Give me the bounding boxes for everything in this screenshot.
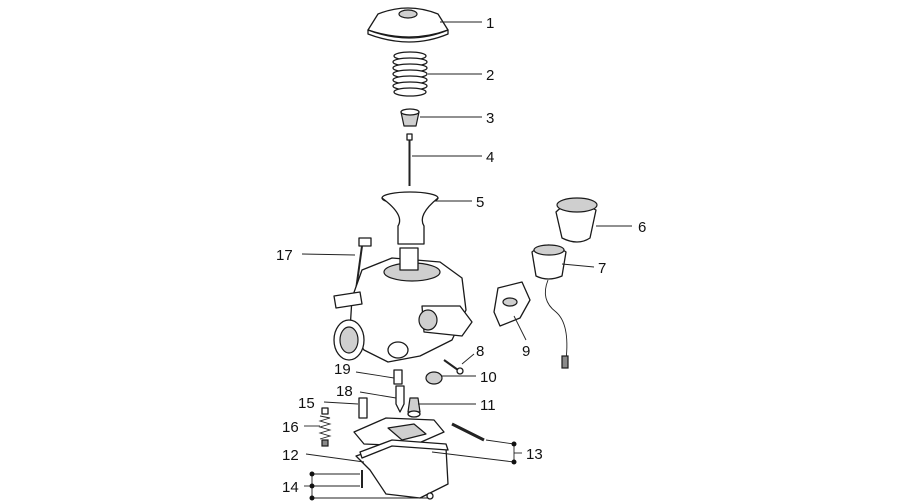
callout-18: 18 — [336, 383, 353, 400]
callout-9: 9 — [522, 343, 530, 360]
callout-8: 8 — [476, 343, 484, 360]
part-8-screw — [443, 359, 464, 375]
callout-16: 16 — [282, 419, 299, 436]
callout-7: 7 — [598, 260, 606, 277]
part-9-bracket — [493, 281, 531, 327]
part-1-cover — [367, 7, 449, 43]
part-12-bowl — [355, 439, 449, 499]
callout-11: 11 — [480, 397, 496, 414]
callout-5: 5 — [476, 194, 484, 211]
part-13-float — [353, 417, 485, 447]
part-18-jet — [395, 385, 405, 413]
part-16-screw — [318, 407, 332, 447]
leader-lines — [301, 21, 632, 499]
callout-14: 14 — [282, 479, 299, 496]
part-11-jet — [407, 397, 421, 418]
carburetor-body — [333, 247, 473, 363]
callout-2: 2 — [486, 67, 494, 84]
callout-12: 12 — [282, 447, 299, 464]
part-14-screws — [361, 470, 434, 500]
part-15-screw — [358, 397, 368, 419]
part-3-retainer — [400, 108, 420, 127]
part-2-spring — [392, 51, 428, 97]
callout-17: 17 — [276, 247, 293, 264]
callout-19: 19 — [334, 361, 351, 378]
callout-13: 13 — [526, 446, 543, 463]
part-7-starter — [531, 244, 569, 369]
callout-15: 15 — [298, 395, 315, 412]
part-19-jet — [393, 369, 403, 385]
callout-10: 10 — [480, 369, 497, 386]
callout-6: 6 — [638, 219, 646, 236]
callout-labels: 1 2 3 4 5 6 7 8 9 10 11 12 13 14 15 16 1… — [276, 15, 646, 496]
callout-3: 3 — [486, 110, 494, 127]
part-6-cap — [555, 197, 598, 243]
callout-4: 4 — [486, 149, 494, 166]
part-5-slide — [381, 191, 439, 245]
leader-dots — [309, 441, 517, 501]
callout-1: 1 — [486, 15, 494, 32]
part-10-nut — [425, 371, 443, 385]
part-4-needle — [406, 133, 413, 186]
